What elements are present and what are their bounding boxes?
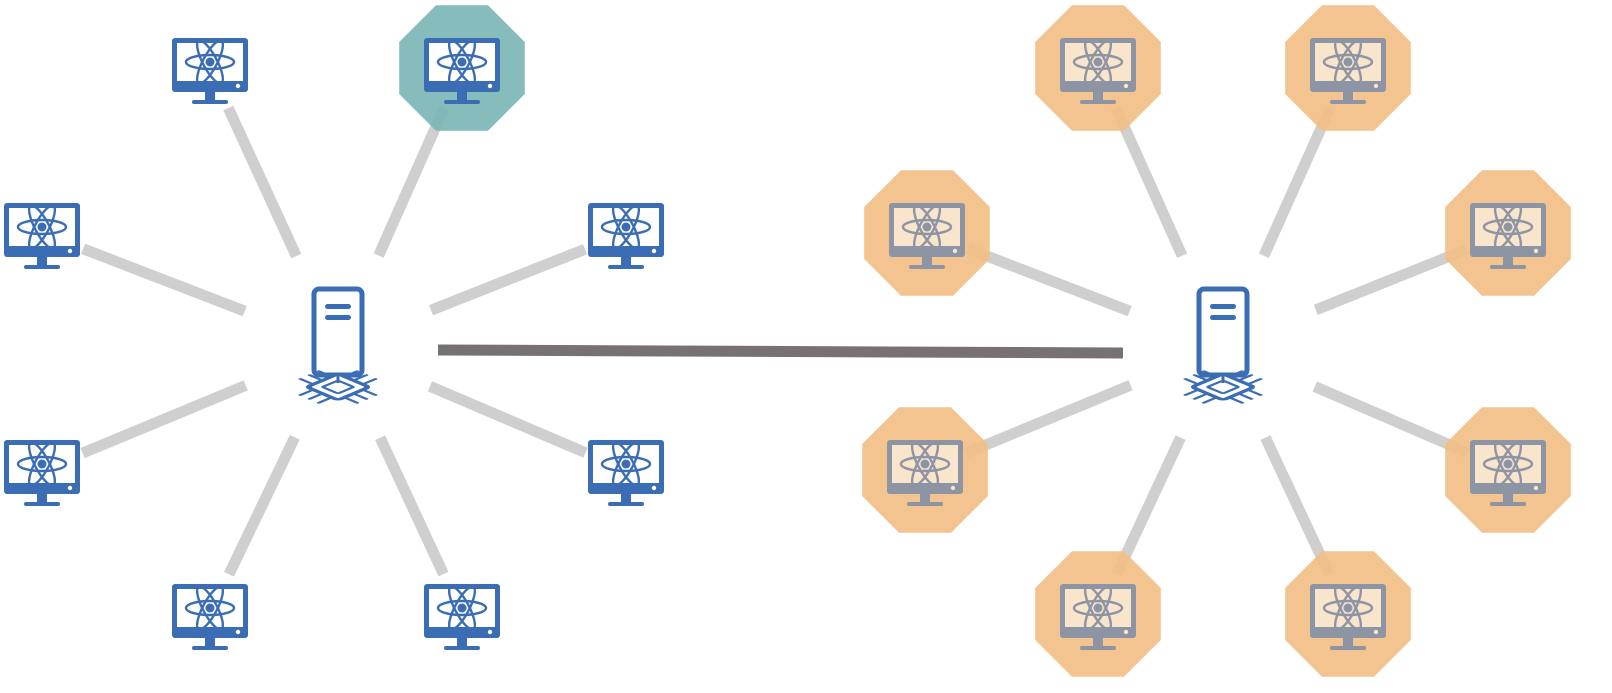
right-node-top-right-spoke bbox=[1258, 105, 1336, 258]
quantum-computer-icon[interactable] bbox=[2, 201, 82, 271]
right-node-bottom-right-spoke bbox=[1260, 435, 1335, 577]
quantum-server-icon[interactable] bbox=[1166, 289, 1279, 411]
left-node-left-lower-spoke bbox=[80, 380, 248, 459]
right-node-bottom-left-spoke bbox=[1111, 435, 1186, 577]
spoke-links bbox=[80, 105, 1470, 577]
quantum-computer-icon[interactable] bbox=[586, 201, 666, 271]
left-node-right-lower-spoke bbox=[427, 381, 588, 458]
left-node-right-upper-spoke bbox=[428, 244, 588, 316]
right-node-top-left-spoke bbox=[1110, 105, 1188, 258]
quantum-computer-icon[interactable] bbox=[170, 36, 250, 106]
quantum-computer-icon[interactable] bbox=[170, 582, 250, 652]
right-node-left-lower-spoke bbox=[963, 380, 1133, 459]
left-node-top-left-spoke bbox=[223, 105, 302, 259]
left-node-bottom-left-spoke bbox=[224, 434, 300, 577]
backbone-link bbox=[437, 344, 1124, 359]
right-node-right-lower-spoke bbox=[1312, 381, 1470, 458]
right-node-right-upper-spoke bbox=[1313, 244, 1470, 316]
quantum-computer-icon[interactable] bbox=[2, 438, 82, 508]
left-node-top-right-spoke bbox=[373, 105, 450, 258]
left-node-left-upper-spoke bbox=[81, 243, 247, 317]
quantum-server-icon[interactable] bbox=[281, 289, 394, 411]
backbone-links bbox=[437, 344, 1124, 359]
node-highlights bbox=[399, 5, 1571, 677]
right-node-left-upper-spoke bbox=[966, 243, 1132, 317]
left-node-bottom-right-spoke bbox=[375, 435, 449, 577]
quantum-computer-icon[interactable] bbox=[586, 438, 666, 508]
quantum-computer-icon[interactable] bbox=[422, 582, 502, 652]
